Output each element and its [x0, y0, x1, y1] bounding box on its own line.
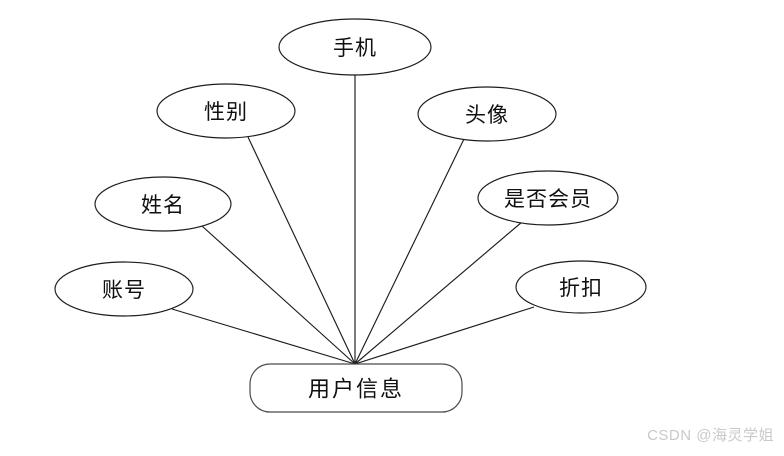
attribute-label-discount: 折扣: [559, 276, 603, 300]
attribute-label-account: 账号: [102, 278, 146, 302]
connector-line-discount: [354, 306, 535, 365]
attribute-label-name: 姓名: [141, 193, 185, 217]
entity-node-user-info[interactable]: 用户信息: [249, 363, 463, 413]
attribute-ellipse-discount[interactable]: [515, 260, 647, 314]
connector-line-membership: [354, 221, 523, 365]
attribute-label-avatar: 头像: [465, 103, 509, 127]
entity-rect-user-info[interactable]: [249, 363, 463, 413]
connector-lines-group: [171, 75, 535, 365]
connector-line-account: [171, 308, 356, 365]
attribute-ellipse-avatar[interactable]: [417, 86, 557, 142]
attribute-node-name[interactable]: 姓名: [94, 176, 232, 232]
attribute-ellipse-account[interactable]: [54, 261, 194, 317]
attribute-label-gender: 性别: [204, 100, 248, 124]
attribute-node-mobile[interactable]: 手机: [278, 18, 432, 76]
attribute-node-membership[interactable]: 是否会员: [477, 170, 619, 226]
attribute-label-mobile: 手机: [333, 36, 377, 60]
entity-label-user-info: 用户信息: [308, 377, 404, 402]
attribute-node-discount[interactable]: 折扣: [515, 260, 647, 314]
attribute-ellipse-name[interactable]: [94, 176, 232, 232]
watermark-label: CSDN @海灵学姐: [647, 427, 774, 444]
attribute-node-gender[interactable]: 性别: [156, 83, 296, 139]
attribute-ellipse-membership[interactable]: [477, 170, 619, 226]
attribute-ellipse-gender[interactable]: [156, 83, 296, 139]
connector-line-avatar: [354, 138, 465, 365]
attribute-label-membership: 是否会员: [504, 187, 592, 211]
attribute-ellipse-mobile[interactable]: [278, 18, 432, 76]
attribute-node-avatar[interactable]: 头像: [417, 86, 557, 142]
attribute-nodes-group: 账号 姓名 性别 手机 头像 是否会员: [54, 18, 647, 317]
connector-line-gender: [247, 136, 356, 365]
attribute-node-account[interactable]: 账号: [54, 261, 194, 317]
connector-line-name: [201, 225, 356, 365]
